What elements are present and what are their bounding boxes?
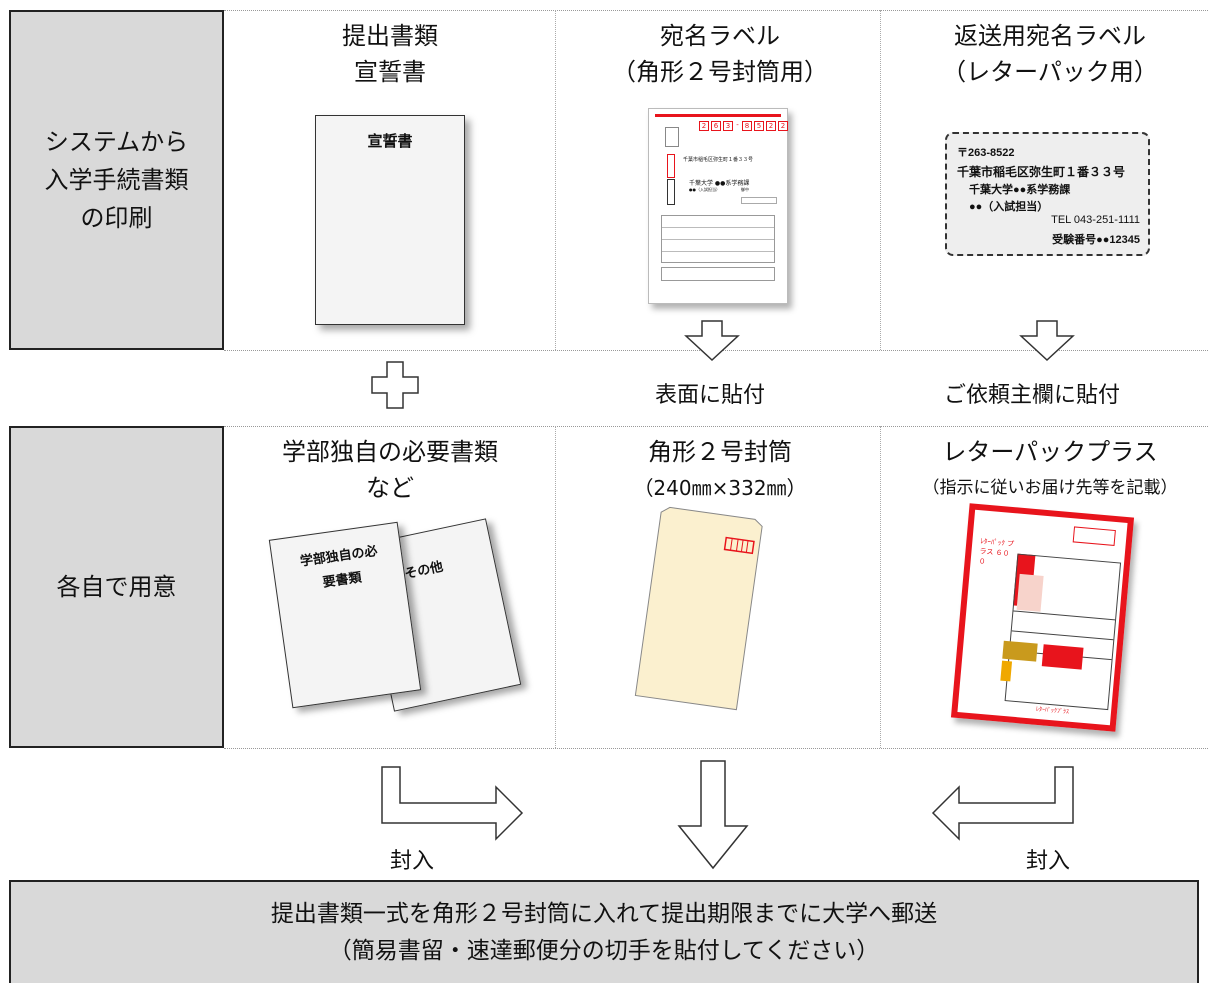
- col1-bottom-title: 学部独自の必要書類: [282, 438, 498, 466]
- col2-bottom-header: 角形２号封筒 （240㎜×332㎜）: [600, 434, 840, 506]
- address-label-recipient: 千葉大学 ●●系学務課: [689, 180, 750, 187]
- postal-digit: 2: [766, 121, 776, 131]
- col3-top-header: 返送用宛名ラベル （レターパック用）: [920, 18, 1180, 90]
- postal-digit: 3: [723, 121, 733, 131]
- address-label-recipient-sub: ●●（入試担当）: [689, 187, 720, 192]
- down-arrow-icon-col3: [1019, 320, 1075, 362]
- plus-icon: [371, 361, 419, 409]
- enclose-label-right: 封入: [1026, 849, 1071, 874]
- address-label-honorific: 御中: [741, 187, 749, 192]
- postal-digit: 6: [711, 121, 721, 131]
- row-label-prepare-text: 各自で用意: [56, 573, 177, 601]
- col2-top-title: 宛名ラベル: [660, 22, 780, 50]
- faculty-document: 学部独自の必要書類: [268, 521, 422, 709]
- row-label-system-line2: 入学手続書類: [44, 166, 189, 194]
- faculty-document-title: 学部独自の必要書類: [299, 543, 379, 591]
- attach-front-label: 表面に貼付: [655, 383, 766, 408]
- postal-digit: -: [736, 121, 739, 129]
- address-label-preview: 2 6 3 - 8 5 2 2 千葉市稲毛区弥生町１番３３号 千葉大学 ●●系学…: [648, 108, 788, 304]
- return-label-line3: 千葉大学●●系学務課: [969, 184, 1071, 196]
- right-arrow-icon: [381, 766, 524, 841]
- return-label-line5: TEL 043-251-1111: [1051, 214, 1140, 226]
- col3-top-subtitle: （レターパック用）: [942, 58, 1158, 86]
- col1-top-header: 提出書類 宣誓書: [290, 18, 490, 90]
- col3-bottom-header: レターパックプラス （指示に従いお届け先等を記載）: [900, 434, 1200, 506]
- envelope-kaku2: [634, 506, 763, 711]
- letter-pack-brand: ﾚﾀｰﾊﾟｯｸ プラス ６００: [978, 537, 1015, 566]
- col1-top-subtitle: 宣誓書: [354, 58, 426, 86]
- enclose-label-left: 封入: [390, 849, 435, 874]
- left-arrow-icon: [931, 766, 1074, 841]
- postal-digit: 8: [742, 121, 752, 131]
- row-label-system-line3: の印刷: [80, 204, 153, 232]
- row-label-prepare: 各自で用意: [9, 426, 224, 748]
- pledge-document-title: 宣誓書: [367, 132, 413, 150]
- postal-digit: 2: [699, 121, 709, 131]
- letter-pack-note: ﾚﾀｰﾊﾟｯｸﾌﾟﾗｽ: [1035, 705, 1070, 716]
- address-label-address: 千葉市稲毛区弥生町１番３３号: [683, 157, 754, 163]
- return-label: 〒263-8522 千葉市稲毛区弥生町１番３３号 千葉大学●●系学務課 ●●（入…: [945, 132, 1150, 256]
- final-instruction-line2: （簡易書留・速達郵便分の切手を貼付してください）: [328, 937, 880, 964]
- row-label-system: システムから 入学手続書類 の印刷: [9, 10, 224, 350]
- col3-bottom-title: レターパックプラス: [942, 438, 1158, 466]
- col2-top-subtitle: （角形２号封筒用）: [612, 58, 828, 86]
- row-label-system-line1: システムから: [44, 128, 189, 156]
- postal-digit: 2: [778, 121, 788, 131]
- col1-bottom-header: 学部独自の必要書類 など: [255, 434, 525, 506]
- pledge-document: 宣誓書: [315, 115, 465, 325]
- return-label-line6: 受験番号●●12345: [1052, 234, 1140, 246]
- final-instruction-line1: 提出書類一式を角形２号封筒に入れて提出期限までに大学へ郵送: [270, 900, 938, 927]
- col3-bottom-subtitle: （指示に従いお届け先等を記載）: [922, 478, 1178, 498]
- final-instruction-box: 提出書類一式を角形２号封筒に入れて提出期限までに大学へ郵送 （簡易書留・速達郵便…: [9, 880, 1199, 983]
- col3-top-title: 返送用宛名ラベル: [954, 22, 1146, 50]
- return-label-line1: 〒263-8522: [957, 147, 1015, 159]
- col1-bottom-subtitle: など: [366, 474, 414, 502]
- return-label-line2: 千葉市稲毛区弥生町１番３３号: [957, 165, 1126, 179]
- other-document-title: その他: [403, 559, 445, 583]
- down-arrow-icon-col2: [684, 320, 740, 362]
- col2-bottom-title: 角形２号封筒: [648, 438, 792, 466]
- postal-digit: 5: [754, 121, 764, 131]
- col1-top-title: 提出書類: [342, 22, 438, 50]
- down-arrow-icon-center: [677, 760, 749, 870]
- letter-pack-plus: ﾚﾀｰﾊﾟｯｸ プラス ６００ ﾚﾀｰﾊﾟｯｸﾌﾟﾗｽ: [950, 503, 1135, 732]
- attach-sender-label: ご依頼主欄に貼付: [944, 383, 1121, 408]
- return-label-line4: ●●（入試担当）: [969, 201, 1049, 213]
- col2-bottom-subtitle: （240㎜×332㎜）: [633, 476, 807, 500]
- col2-top-header: 宛名ラベル （角形２号封筒用）: [600, 18, 840, 90]
